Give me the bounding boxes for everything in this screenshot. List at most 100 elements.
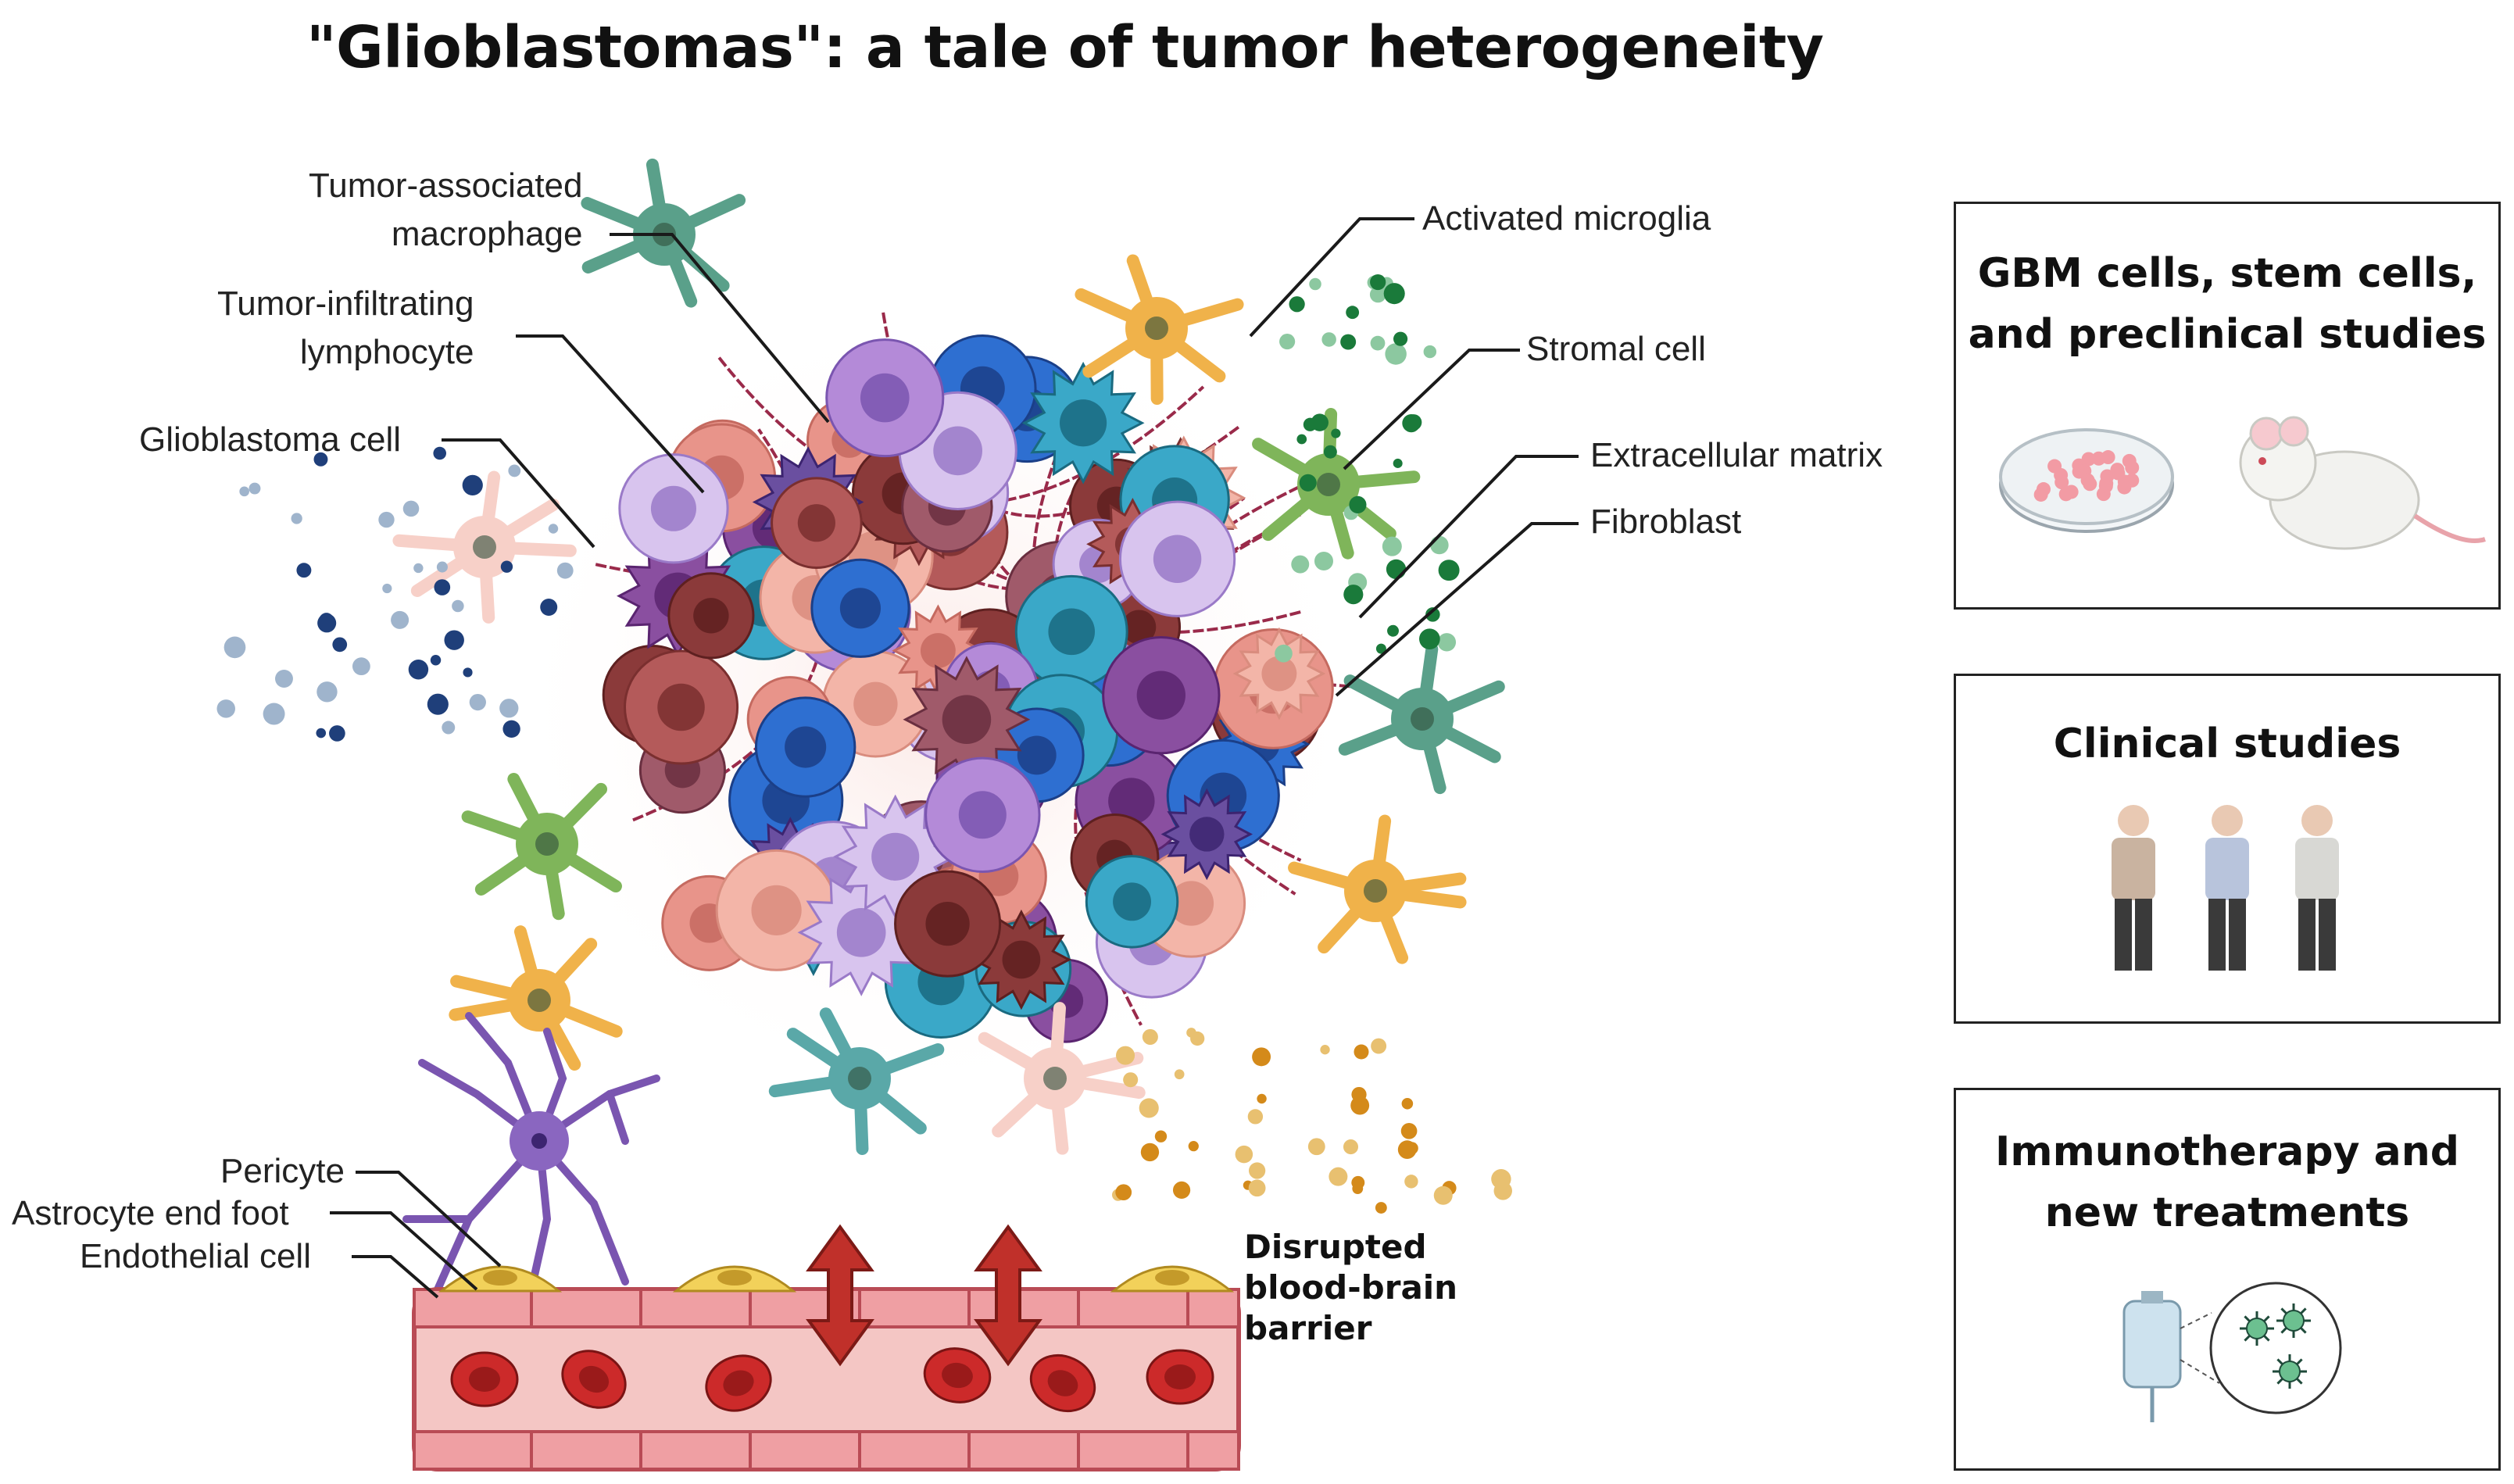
cell-nucleus (1121, 610, 1157, 645)
glial-cell (461, 773, 622, 921)
cytokine-dot (1329, 1167, 1348, 1186)
cytokine-dot (1385, 343, 1407, 365)
cytokine-dot (1321, 332, 1336, 347)
person-shirt (2112, 838, 2155, 900)
immune-body (2279, 1361, 2301, 1382)
immune-cell-icon (2209, 1282, 2342, 1414)
label-tumor-infiltrating-lymphocyte: Tumor-infiltrating lymphocyte (217, 280, 474, 377)
cytokine-dot (1331, 428, 1341, 438)
cell-nucleus (942, 695, 992, 744)
cytokine-dot (1491, 1169, 1511, 1189)
cytokine-dot (1393, 331, 1408, 346)
cytokine-dot (1404, 1175, 1418, 1189)
cytokine-dot (433, 446, 447, 460)
cytokine-dot (500, 560, 513, 573)
cytokine-dot (296, 563, 312, 578)
petri-dish-icon (1999, 428, 2174, 533)
panel-title-line: new treatments (2044, 1189, 2410, 1236)
cytokine-dot (469, 693, 486, 711)
cytokine-dot (316, 681, 338, 703)
immune-cell (2273, 1354, 2307, 1389)
cell-nucleus (920, 633, 956, 668)
person-leg (2135, 899, 2152, 971)
immune-body (2283, 1310, 2305, 1332)
rbc-inner (469, 1367, 500, 1392)
panel-gbm-cells-preclinical: GBM cells, stem cells, and preclinical s… (1954, 202, 2501, 610)
cytokine-dot (382, 583, 392, 594)
cytokine-dot (462, 474, 483, 495)
cytokine-dot (1172, 1181, 1191, 1200)
glial-nucleus (1411, 707, 1434, 731)
cell-nucleus (657, 683, 705, 731)
pericyte-nucleus (1155, 1270, 1189, 1286)
glial-cell (1075, 254, 1244, 405)
dish-cell (2083, 477, 2097, 492)
cytokine-dot (317, 613, 337, 633)
cytokine-dot (263, 703, 285, 725)
person-leg (2208, 899, 2226, 971)
iv-bag-icon (2122, 1291, 2220, 1422)
cytokine-dot (1252, 1047, 1271, 1067)
cytokine-dot (1349, 495, 1367, 513)
label-endothelial-cell: Endothelial cell (80, 1237, 311, 1275)
red-blood-cells (450, 1347, 1214, 1413)
label-fibroblast: Fibroblast (1590, 502, 1742, 541)
cytokine-dot (224, 636, 246, 659)
dish-cell (2125, 460, 2140, 475)
glial-nucleus (1317, 473, 1340, 496)
cytokine-dot (1275, 644, 1293, 663)
rbc-inner (723, 1370, 754, 1396)
label-line: blood-brain (1244, 1268, 1458, 1307)
label-line: barrier (1244, 1309, 1372, 1347)
cytokine-dot (1386, 559, 1407, 580)
cytokine-dot (413, 563, 424, 574)
cell-nucleus (1048, 608, 1096, 656)
cytokine-dot (1139, 1098, 1159, 1118)
cytokine-dot (275, 670, 293, 688)
cytokine-dot (313, 452, 328, 467)
cytokine-dot (1370, 274, 1386, 291)
cell-nucleus (693, 598, 729, 634)
cell-nucleus (1136, 670, 1185, 720)
cytokine-dot (1299, 474, 1317, 492)
panel-title: Immunotherapy and new treatments (1956, 1121, 2498, 1243)
dish-cell (2064, 485, 2079, 499)
person-head (2301, 805, 2333, 836)
cell-nucleus (1108, 778, 1155, 824)
dish-cell (2110, 463, 2125, 477)
label-line: Tumor-associated (309, 166, 583, 205)
cytokine-dot (1387, 624, 1399, 637)
cell-nucleus (1189, 817, 1225, 852)
mouse-icon (2239, 416, 2486, 550)
cytokine-dot (408, 660, 429, 680)
cell-nucleus (1060, 399, 1107, 447)
cell-nucleus (839, 588, 882, 629)
rbc-inner (578, 1365, 610, 1393)
cytokine-dot (442, 721, 456, 735)
person-icon (2205, 805, 2249, 971)
label-disrupted-bbb: Disrupted blood-brain barrier (1244, 1227, 1457, 1349)
cytokine-dot (1303, 417, 1318, 431)
dish-cell (2047, 459, 2062, 474)
cytokine-dot (1247, 1109, 1264, 1125)
cytokine-dot (1400, 1123, 1418, 1139)
cytokine-dot (1140, 1143, 1160, 1162)
cytokine-dot (1354, 1044, 1369, 1060)
cytokine-dot (430, 655, 442, 666)
cell-nucleus (650, 485, 696, 531)
cytokine-dot (502, 720, 520, 738)
cytokine-dot (452, 599, 464, 613)
red-blood-cell (1029, 1353, 1096, 1413)
cytokine-dot (1401, 1098, 1414, 1110)
person-leg (2115, 899, 2132, 971)
cytokine-dot (1323, 445, 1337, 459)
panel-immunotherapy: Immunotherapy and new treatments (1954, 1088, 2501, 1471)
cytokine-dot (1235, 1145, 1253, 1164)
person-shirt (2205, 838, 2249, 900)
glial-cell (1338, 642, 1505, 795)
red-blood-cell (705, 1354, 772, 1412)
person-head (2212, 805, 2243, 836)
cytokine-dot (1375, 643, 1386, 654)
cell-nucleus (751, 885, 802, 935)
